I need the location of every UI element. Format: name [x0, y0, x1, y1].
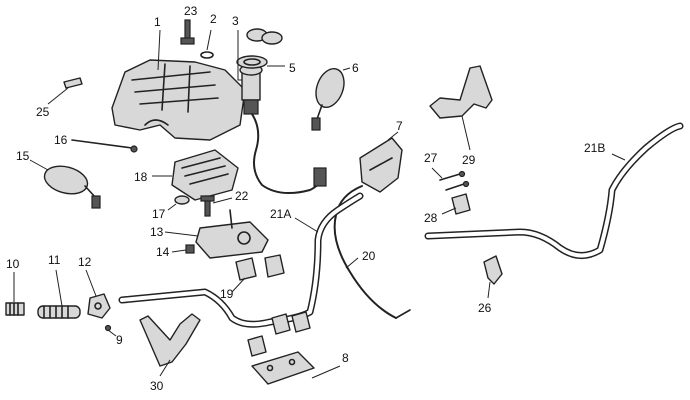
mirror-left-part [43, 165, 101, 209]
callout-9: 9 [116, 333, 123, 347]
leader-9 [107, 329, 117, 337]
callout-19: 19 [220, 287, 234, 301]
leader-11 [55, 269, 63, 307]
wire-harness [251, 113, 323, 195]
handlebar-cover-part [111, 59, 246, 141]
guard-clamp-part [439, 170, 471, 215]
leader-15 [29, 159, 49, 171]
callout-12: 12 [78, 255, 92, 269]
switch-housing-part [171, 149, 239, 201]
callout-3: 3 [232, 14, 239, 28]
callout-10: 10 [6, 257, 20, 271]
hand-guard-right-part [429, 65, 493, 119]
throttle-cable [333, 185, 397, 319]
callout-23: 23 [184, 4, 198, 18]
leader-28 [441, 207, 457, 215]
bolt-22-part [200, 195, 215, 217]
leader-1 [157, 29, 161, 71]
screw-9-part [104, 324, 112, 332]
leader-7 [387, 131, 399, 141]
leader-12 [85, 269, 97, 297]
nut-part [185, 244, 195, 254]
bar-end-part [5, 302, 25, 316]
callout-2: 2 [210, 12, 217, 26]
leader-14 [171, 249, 187, 253]
connector-part [313, 167, 327, 187]
bracket-part [195, 209, 269, 259]
callout-26: 26 [478, 301, 492, 315]
callout-20: 20 [362, 249, 376, 263]
mount-bracket-part [483, 255, 503, 285]
leader-20 [345, 257, 359, 269]
leader-8 [311, 365, 341, 379]
grip-part [37, 305, 81, 319]
callout-29: 29 [462, 153, 476, 167]
callout-30: 30 [150, 379, 164, 393]
clamp-part [235, 254, 285, 281]
leader-22 [212, 197, 233, 204]
leader-25 [47, 87, 69, 105]
washer-part [200, 51, 214, 59]
collar-part [87, 293, 111, 319]
callout-16: 16 [54, 133, 68, 147]
ring-nut-part [236, 55, 268, 69]
mirror-right-part [311, 67, 345, 131]
screw-part [71, 139, 138, 153]
clip-part [174, 195, 190, 205]
callout-21a: 21A [270, 207, 291, 221]
leader-2 [206, 29, 212, 51]
callout-8: 8 [342, 351, 349, 365]
leader-3 [237, 30, 242, 81]
callout-7: 7 [396, 119, 403, 133]
throttle-part [359, 137, 403, 193]
callout-25: 25 [36, 105, 50, 119]
callout-21b: 21B [584, 141, 605, 155]
riser-part [247, 311, 315, 385]
callout-22: 22 [235, 189, 249, 203]
leader-29 [461, 115, 471, 151]
callout-13: 13 [150, 225, 164, 239]
bolt-part [180, 19, 195, 45]
leader-13 [164, 231, 199, 237]
leader-21a [294, 217, 319, 233]
callout-1: 1 [154, 15, 161, 29]
callout-28: 28 [424, 211, 438, 225]
callout-11: 11 [48, 253, 61, 267]
leader-26 [487, 281, 491, 299]
callout-5: 5 [289, 61, 296, 75]
leader-6 [342, 67, 351, 71]
leader-19 [231, 277, 246, 293]
hand-guard-left-part [139, 313, 201, 367]
leader-21b [611, 153, 626, 161]
leader-17 [167, 203, 177, 211]
callout-6: 6 [352, 61, 359, 75]
callout-15: 15 [16, 149, 30, 163]
callout-18: 18 [134, 170, 148, 184]
leader-27 [431, 167, 443, 179]
callout-17: 17 [152, 207, 166, 221]
pad-part [63, 77, 83, 89]
callout-27: 27 [424, 151, 438, 165]
key-switch-part [239, 28, 283, 115]
cable-end [395, 309, 411, 319]
callout-14: 14 [156, 245, 170, 259]
leader-30 [159, 359, 171, 377]
